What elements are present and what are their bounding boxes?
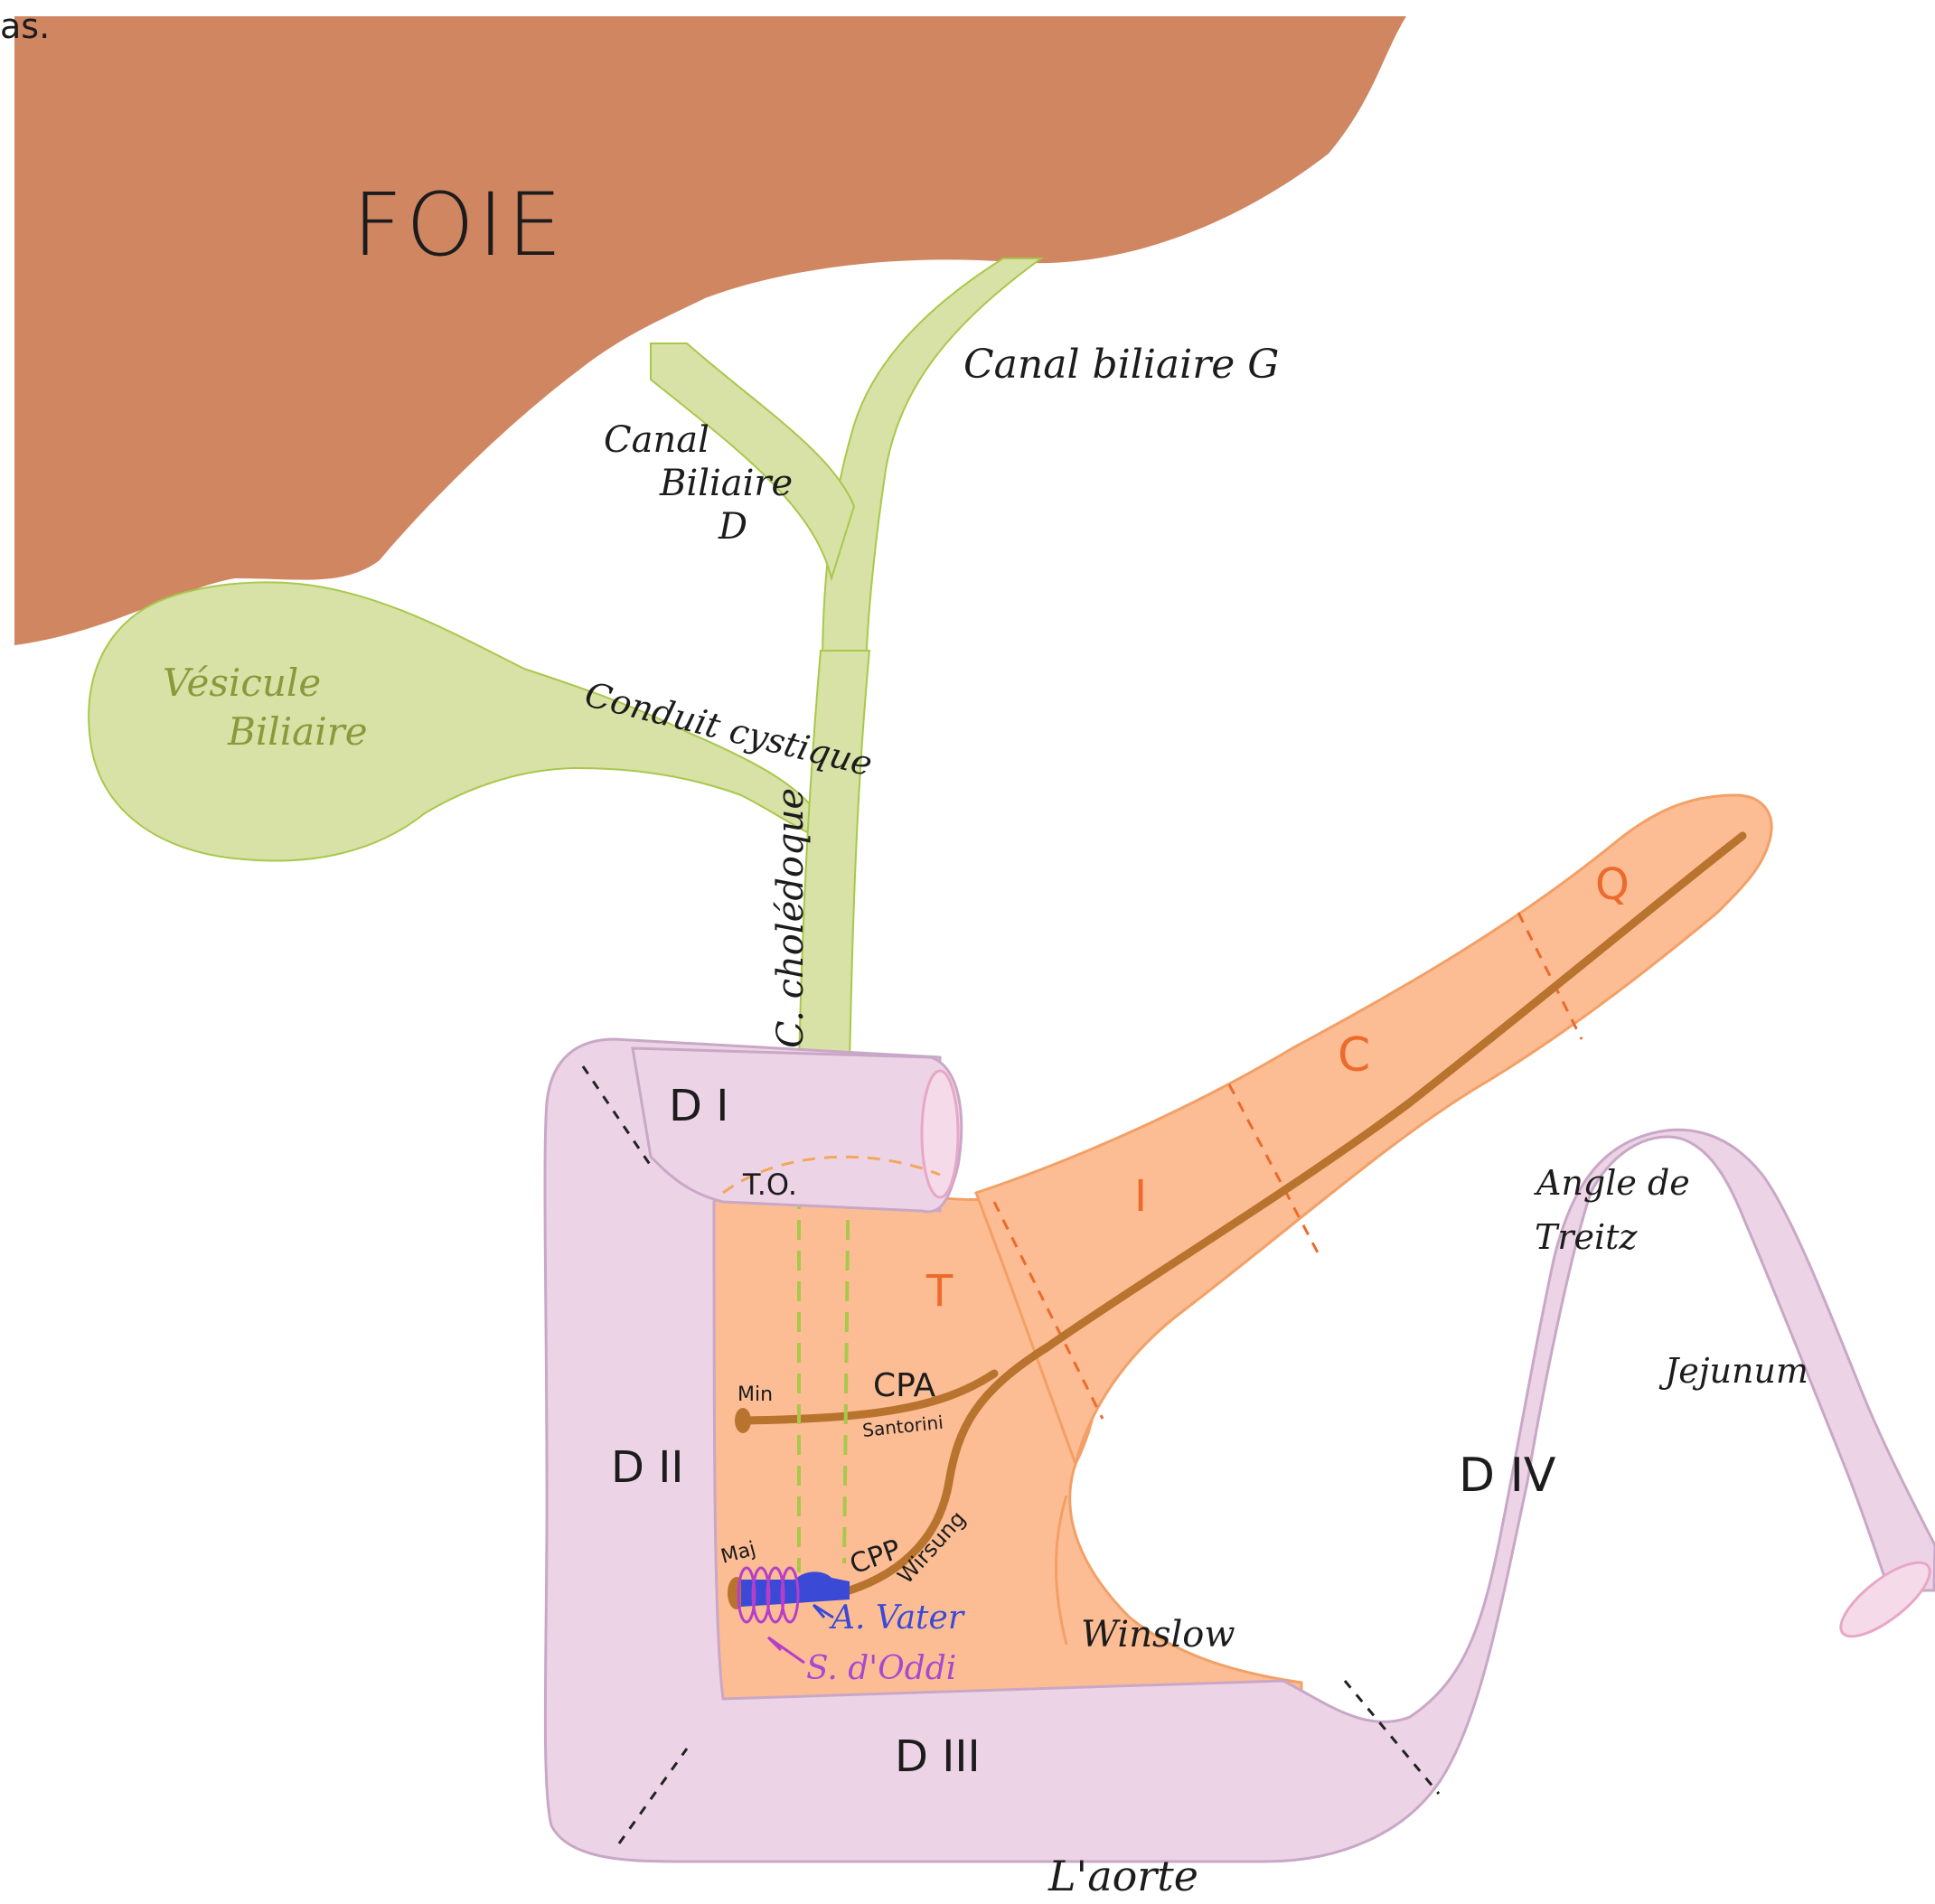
left-hepatic-duct: [822, 258, 1041, 669]
label-segment-t: T: [925, 1266, 953, 1317]
label-choledoque: C. cholédoque: [770, 788, 812, 1048]
corner-text: as.: [0, 6, 50, 46]
label-foie: FOIE: [352, 174, 566, 276]
label-canal-biliaire-d-line2: Biliaire: [659, 463, 793, 504]
label-canal-biliaire-d-line3: D: [718, 506, 747, 548]
right-hepatic-duct: [651, 343, 854, 578]
label-vesicule-line1: Vésicule: [163, 661, 321, 705]
label-segment-q: Q: [1595, 859, 1630, 910]
label-aorte: L'aorte: [1047, 1852, 1198, 1900]
label-treitz-line2: Treitz: [1535, 1217, 1638, 1257]
label-min: Min: [737, 1383, 773, 1406]
label-sphincter-oddi: S. d'Oddi: [806, 1650, 956, 1687]
pancreas: [705, 795, 1771, 1726]
label-segment-i: I: [1134, 1171, 1147, 1222]
liver-shape: [14, 16, 1406, 645]
label-canal-biliaire-d-line1: Canal: [604, 419, 709, 461]
label-segment-c: C: [1338, 1028, 1370, 1083]
label-d2: D II: [611, 1442, 684, 1493]
label-treitz-line1: Angle de: [1534, 1163, 1690, 1203]
label-vesicule-line2: Biliaire: [227, 709, 368, 754]
label-d4: D IV: [1459, 1449, 1556, 1503]
label-cpa: CPA: [873, 1367, 936, 1404]
label-angle-de-treitz: Angle de Treitz: [1534, 1163, 1701, 1257]
label-d1: D I: [669, 1081, 728, 1131]
label-jejunum: Jejunum: [1658, 1351, 1808, 1391]
label-ampoule-vater: A. Vater: [829, 1599, 965, 1637]
d1-lumen: [922, 1071, 958, 1197]
label-canal-biliaire-g: Canal biliaire G: [963, 342, 1279, 388]
label-d3: D III: [895, 1731, 981, 1782]
label-winslow: Winslow: [1081, 1614, 1235, 1655]
label-to: T.O.: [742, 1168, 797, 1202]
minor-papilla: [735, 1408, 751, 1433]
